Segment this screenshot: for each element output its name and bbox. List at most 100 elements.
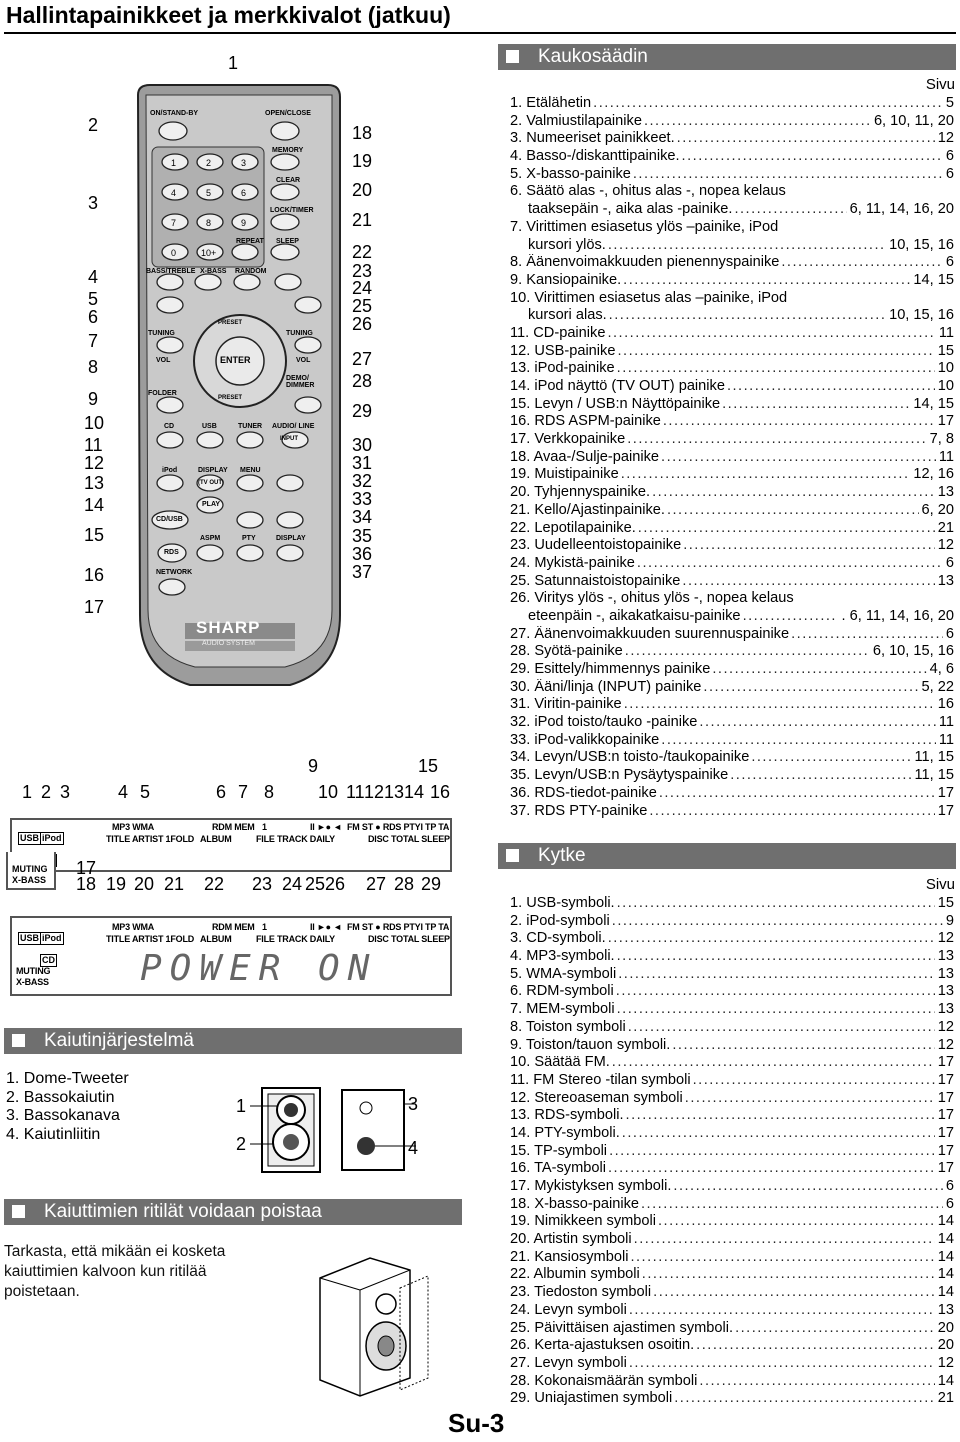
remote-callout-15: 15	[84, 525, 105, 545]
list-item: 27. Äänenvoimakkuuden suurennuspainike6	[510, 626, 954, 644]
list-item-page: 15	[937, 342, 954, 359]
remote-callout-29: 29	[352, 401, 373, 421]
list-item: 18. Avaa-/Sulje-painike11	[510, 449, 954, 467]
list-item-text: 34. Levyn/USB:n toisto-/taukopainike	[510, 749, 750, 766]
dot-leader	[609, 307, 886, 325]
lcd-callout-23: 23	[252, 874, 273, 894]
list-item-page: 6	[945, 1178, 954, 1194]
list-item: 22. Albumin symboli14	[510, 1266, 954, 1284]
list-item-page: 21	[937, 519, 954, 536]
list-item-text: 18. Avaa-/Sulje-painike	[510, 448, 660, 465]
list-item-text: 1. Etälähetin	[510, 95, 592, 111]
list-item-page: 11, 15	[914, 749, 955, 766]
btn-label-bass-treble: BASS/TREBLE	[146, 268, 196, 275]
list-item: 12. USB-painike15	[510, 343, 954, 361]
btn-label-vol-left: VOL	[156, 357, 171, 364]
btn-label-random: RANDOM	[235, 268, 267, 275]
list-item: 31. Viritin-painike16	[510, 696, 954, 714]
dot-leader	[624, 696, 935, 714]
dot-leader	[652, 484, 935, 502]
list-item-page: 13	[937, 983, 954, 1000]
list-item-page: 16	[937, 696, 954, 713]
list-item-page: 17	[937, 413, 954, 430]
lcd-mp3-wma: MP3 WMA	[112, 822, 155, 832]
list-item: 20. Tyhjennyspainike.13	[510, 484, 954, 502]
section-kaukosaadin-title: Kaukosäädin	[538, 46, 648, 67]
list-item: 20. Artistin symboli14	[510, 1231, 954, 1249]
list-item-text: 7. Virittimen esiasetus ylös –painike, i…	[510, 218, 779, 235]
btn-label-xbass: X-BASS	[200, 268, 227, 275]
dot-leader	[674, 1390, 935, 1408]
lcd2-xbass: X-BASS	[16, 977, 49, 987]
list-item-page: 13	[937, 1301, 954, 1318]
btn-label-cd-usb: CD/USB	[156, 516, 183, 523]
list-item: 18. X-basso-painike6	[510, 1196, 954, 1214]
dot-leader	[682, 573, 934, 591]
list-item: 29. Uniajastimen symboli21	[510, 1390, 954, 1408]
list-item-page: 17	[937, 784, 954, 801]
list-item-text: 12. Stereoaseman symboli	[510, 1089, 683, 1106]
list-item-text: 2. iPod-symboli	[510, 912, 610, 929]
kytke-list: 1. USB-symboli.152. iPod-symboli93. CD-s…	[510, 895, 954, 1408]
dot-leader	[633, 166, 943, 184]
lcd-callout-18: 18	[76, 874, 97, 894]
remote-callout-6: 6	[88, 307, 99, 327]
list-item-page: 13	[937, 484, 954, 501]
list-item: 12. Stereoaseman symboli17	[510, 1090, 954, 1108]
btn-label-demo-dimmer: DEMO/ DIMMER	[286, 375, 315, 389]
list-item-page: 12	[937, 1354, 954, 1371]
dot-leader	[672, 1037, 934, 1055]
list-item-text: 10. Säätää FM.	[510, 1054, 610, 1071]
lcd-title-artist: TITLE ARTIST 1FOLD	[106, 834, 195, 844]
list-item-text: 24. Mykistä-painike	[510, 554, 635, 571]
remote-callout-14: 14	[84, 495, 105, 515]
list-item: 6. RDM-symboli13	[510, 983, 954, 1001]
lcd-callout-13: 13	[384, 782, 405, 802]
list-item-text: 4. Basso-/diskanttipainike.	[510, 148, 680, 165]
list-item-text: 13. RDS-symboli.	[510, 1107, 624, 1124]
list-item: 30. Ääni/linja (INPUT) painike5, 22	[510, 679, 954, 697]
list-item-page: 10, 15, 16	[889, 236, 954, 253]
lcd-callout-8: 8	[264, 782, 275, 802]
remote-callout-36: 36	[352, 544, 373, 564]
list-item: 14. PTY-symboli.17	[510, 1125, 954, 1143]
remote-callout-34: 34	[352, 507, 373, 527]
lcd2-fm-rds: FM ST ● RDS PTYI TP TA	[347, 922, 450, 932]
list-item: 10. Säätää FM.17	[510, 1054, 954, 1072]
remote-brand-logo: SHARP	[196, 618, 261, 637]
remote-callout-13: 13	[84, 473, 105, 493]
list-item-page: 14, 15	[913, 395, 954, 412]
remote-illustration: 2 3 4 5 6 7 8 9 10 11 12 13 14 15 16 17 …	[84, 53, 390, 705]
list-item-page: 17	[937, 1124, 954, 1141]
dot-leader	[661, 449, 936, 467]
heading-square-icon	[506, 50, 519, 63]
remote-callout-7: 7	[88, 331, 99, 351]
list-item: 37. RDS PTY-painike17	[510, 803, 954, 821]
dot-leader	[653, 1284, 935, 1302]
dot-leader	[727, 378, 935, 396]
dot-leader	[781, 254, 943, 272]
list-item: 26. Kerta-ajastuksen osoitin.20	[510, 1337, 954, 1355]
list-item-text: 16. RDS ASPM-painike	[510, 413, 661, 430]
dot-leader	[627, 431, 926, 449]
remote-callout-9: 9	[88, 389, 99, 409]
remote-callout-30: 30	[352, 435, 373, 455]
lcd-xbass: X-BASS	[12, 875, 47, 885]
lcd-usb-symbol: USB	[18, 832, 42, 845]
list-item-text: 10. Virittimen esiasetus alas –painike, …	[510, 289, 788, 306]
list-item: taaksepäin -, aika alas -painike.6, 11, …	[510, 201, 954, 219]
dot-leader	[734, 201, 846, 219]
btn-label-preset-up: PRESET	[218, 320, 243, 326]
list-item-text: eteenpäin -, aikakatkaisu-painike	[528, 607, 741, 624]
list-item-text: 17. Mykistyksen symboli.	[510, 1178, 672, 1194]
list-item-text: 5. WMA-symboli	[510, 965, 617, 982]
lcd-callout-20: 20	[134, 874, 155, 894]
list-item-page: 14	[937, 1372, 954, 1389]
dot-leader	[629, 1355, 935, 1373]
list-item-text: 6. Säätö alas -, ohitus alas -, nopea ke…	[510, 183, 786, 200]
list-item-text: 5. X-basso-painike	[510, 165, 631, 182]
list-item: 34. Levyn/USB:n toisto-/taukopainike 11, …	[510, 749, 954, 767]
lcd-callout-22: 22	[204, 874, 225, 894]
list-item-page: 17	[937, 1160, 954, 1177]
dot-leader	[625, 643, 870, 661]
